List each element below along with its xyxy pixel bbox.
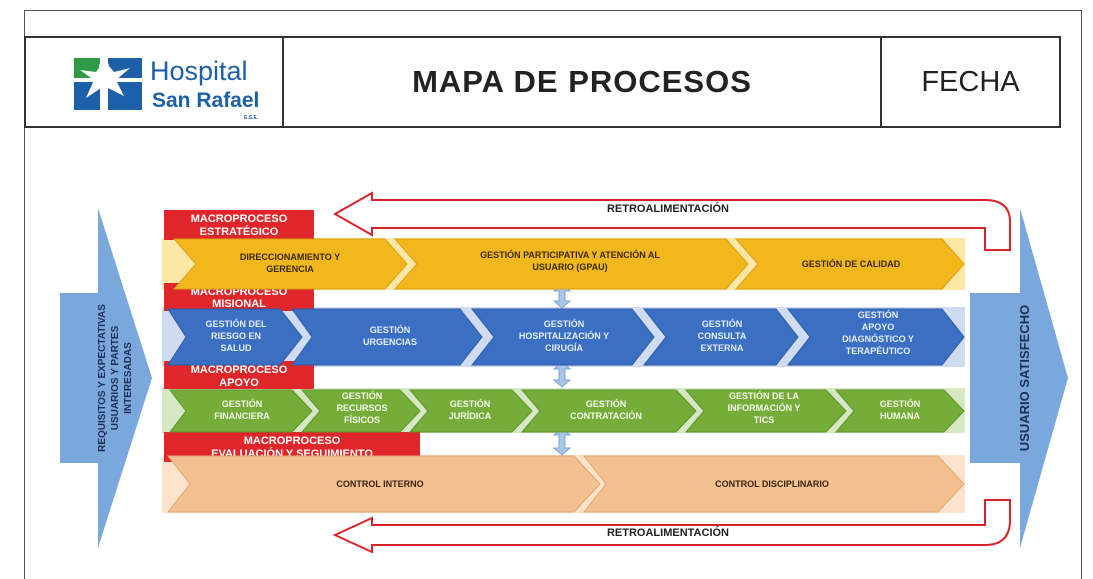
process-gestion-calidad: GESTIÓN DE CALIDAD [734,238,965,290]
process-direccionamiento: DIRECCIONAMIENTO Y GERENCIA [172,238,408,290]
svg-text:GESTIÓN: GESTIÓN [586,398,627,409]
svg-text:SALUD: SALUD [221,343,252,353]
hospital-logo-icon [74,58,142,110]
svg-text:GESTIÓN: GESTIÓN [544,318,585,329]
svg-text:RECURSOS: RECURSOS [336,403,387,413]
header-table: Hospital San Rafael E.S.E. MAPA DE PROCE… [24,36,1061,128]
process-apoyo-diagnostico: GESTIÓN APOYO DIAGNÓSTICO Y TERAPÉUTICO [786,308,965,366]
svg-text:TICS: TICS [754,415,775,425]
svg-text:EXTERNA: EXTERNA [700,343,744,353]
svg-text:GESTIÓN: GESTIÓN [702,318,743,329]
macro-evaluation-line1: MACROPROCESO [244,435,341,447]
process-control-disciplinario: CONTROL DISCIPLINARIO [582,455,965,513]
input-label-line2: USUARIOS Y PARTES [110,325,121,430]
svg-text:CONSULTA: CONSULTA [698,331,747,341]
process-gestion-participativa: GESTIÓN PARTICIPATIVA Y ATENCIÓN AL USUA… [393,238,749,290]
page-title: MAPA DE PROCESOS [412,64,752,99]
logo-text-ese: E.S.E. [244,115,259,121]
svg-text:APOYO: APOYO [862,322,895,332]
process-humana: GESTIÓN HUMANA [834,389,965,433]
svg-text:URGENCIAS: URGENCIAS [363,337,417,347]
macro-support-line2: APOYO [219,377,259,389]
connector-arrows [552,283,572,456]
process-contratacion: GESTIÓN CONTRATACIÓN [520,389,697,433]
svg-text:DIRECCIONAMIENTO Y: DIRECCIONAMIENTO Y [240,252,340,262]
svg-text:GESTIÓN DE LA: GESTIÓN DE LA [729,390,800,401]
feedback-arrow-top: RETROALIMENTACIÓN [332,191,1011,251]
feedback-arrow-bottom: RETROALIMENTACIÓN [332,499,1011,554]
macro-label-strategic: MACROPROCESO ESTRATÉGICO [164,210,314,240]
hospital-logo: Hospital San Rafael E.S.E. [26,38,284,126]
logo-text-hospital: Hospital [150,56,248,86]
svg-text:FINANCIERA: FINANCIERA [214,411,270,421]
svg-text:HOSPITALIZACIÓN Y: HOSPITALIZACIÓN Y [519,330,609,341]
output-label: USUARIO SATISFECHO [1017,305,1032,451]
input-arrow [60,208,152,548]
page-frame [24,10,1082,579]
macro-strategic-line2: ESTRATÉGICO [200,225,279,238]
svg-text:GESTIÓN DE CALIDAD: GESTIÓN DE CALIDAD [802,258,901,269]
process-consulta-externa: GESTIÓN CONSULTA EXTERNA [642,308,799,366]
macro-label-support: MACROPROCESO APOYO [164,361,314,389]
svg-text:TERAPÉUTICO: TERAPÉUTICO [846,346,911,356]
svg-text:GESTIÓN: GESTIÓN [880,398,921,409]
svg-text:GESTIÓN: GESTIÓN [342,390,383,401]
svg-text:CONTROL DISCIPLINARIO: CONTROL DISCIPLINARIO [715,479,829,489]
svg-text:FÍSICOS: FÍSICOS [344,415,380,425]
svg-text:GESTIÓN DEL: GESTIÓN DEL [205,318,267,329]
input-label-line1: REQUISITOS Y EXPECTATIVAS [97,304,108,452]
svg-text:GESTIÓN: GESTIÓN [222,398,263,409]
macro-mission-line2: MISIONAL [212,298,266,310]
svg-text:GERENCIA: GERENCIA [266,264,314,274]
svg-text:GESTIÓN: GESTIÓN [370,324,411,335]
date-cell: FECHA [882,38,1059,126]
svg-text:CONTRATACIÓN: CONTRATACIÓN [570,410,642,421]
logo-text-san-rafael: San Rafael [152,89,260,112]
svg-text:GESTIÓN: GESTIÓN [858,309,899,320]
svg-text:CIRUGÍA: CIRUGÍA [545,343,584,353]
output-arrow-label: USUARIO SATISFECHO [1017,305,1032,451]
svg-text:GESTIÓN: GESTIÓN [450,398,491,409]
macro-strategic-line1: MACROPROCESO [191,213,288,225]
svg-text:USUARIO (GPAU): USUARIO (GPAU) [532,262,607,272]
process-financiera: GESTIÓN FINANCIERA [168,389,313,433]
svg-text:HUMANA: HUMANA [880,411,920,421]
process-urgencias: GESTIÓN URGENCIAS [291,308,483,366]
process-recursos-fisicos: GESTIÓN RECURSOS FÍSICOS [300,389,421,433]
process-informacion-tics: GESTIÓN DE LA INFORMACIÓN Y TICS [684,389,847,433]
feedback-label-bottom: RETROALIMENTACIÓN [607,526,729,539]
input-label-line3: INTERESADAS [123,342,134,414]
output-arrow [970,208,1068,548]
process-juridica: GESTIÓN JURÍDICA [408,389,533,433]
svg-text:GESTIÓN PARTICIPATIVA Y ATENCI: GESTIÓN PARTICIPATIVA Y ATENCIÓN AL [480,249,660,260]
feedback-label-top: RETROALIMENTACIÓN [607,202,729,215]
date-label: FECHA [921,65,1020,98]
svg-text:INFORMACIÓN Y: INFORMACIÓN Y [728,402,801,413]
svg-text:JURÍDICA: JURÍDICA [449,411,492,421]
process-hospitalizacion-cirugia: GESTIÓN HOSPITALIZACIÓN Y CIRUGÍA [470,308,655,366]
svg-text:RIESGO EN: RIESGO EN [211,331,261,341]
process-riesgo-salud: GESTIÓN DEL RIESGO EN SALUD [167,308,303,366]
macro-support-line1: MACROPROCESO [191,364,288,376]
title-cell: MAPA DE PROCESOS [284,38,882,126]
input-arrow-label: REQUISITOS Y EXPECTATIVAS USUARIOS Y PAR… [97,304,134,452]
svg-text:DIAGNÓSTICO Y: DIAGNÓSTICO Y [842,333,914,344]
process-control-interno: CONTROL INTERNO [166,455,601,513]
svg-text:CONTROL INTERNO: CONTROL INTERNO [336,479,423,489]
